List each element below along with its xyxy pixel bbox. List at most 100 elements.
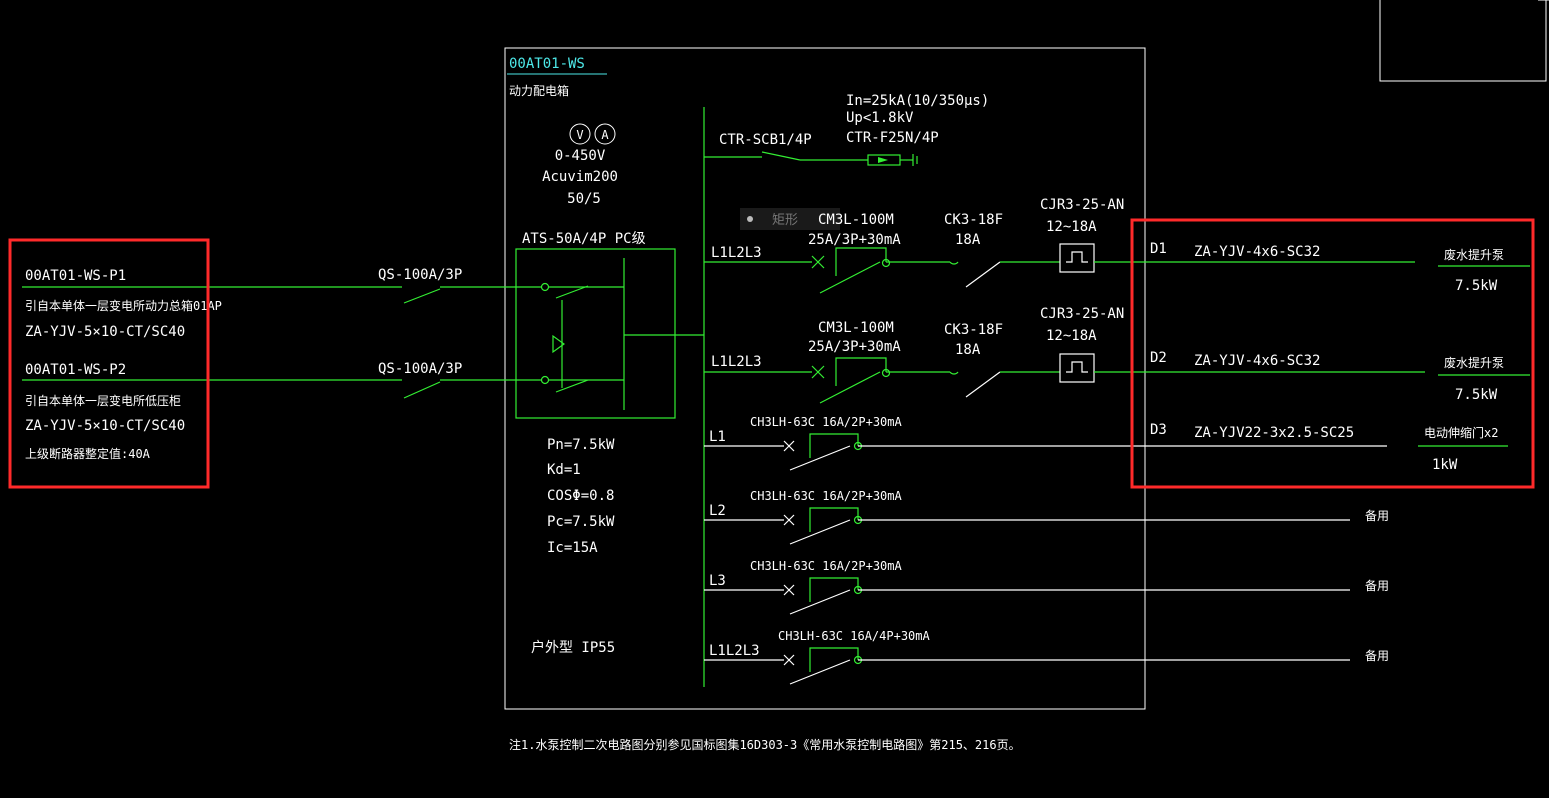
spd-rating-2: Up<1.8kV <box>846 110 914 126</box>
load-power: 7.5kW <box>1455 278 1498 294</box>
load-power: 7.5kW <box>1455 387 1498 403</box>
meter-range: 0-450V <box>555 148 606 164</box>
feeder-cable: ZA-YJV-5×10-CT/SC40 <box>25 324 185 340</box>
ats-switch-1 <box>555 285 589 299</box>
contactor-icon <box>949 261 959 265</box>
rcd-frame <box>835 357 887 386</box>
load-name: 备用 <box>1365 509 1389 523</box>
circuit-spare-2[interactable]: L3 CH3LH-63C 16A/2P+30mA 备用 <box>704 559 1389 615</box>
breaker-rating: 25A/3P+30mA <box>808 232 901 248</box>
incoming-p1[interactable]: 00AT01-WS-P1 引自本单体一层变电所动力总箱01AP ZA-YJV-5… <box>22 267 541 340</box>
breaker-model: CM3L-100M <box>818 320 894 336</box>
spd-breaker-switch <box>761 151 801 161</box>
incoming-p2[interactable]: 00AT01-WS-P2 引自本单体一层变电所低压柜 ZA-YJV-5×10-C… <box>22 361 541 461</box>
load-name: 电动伸缩门x2 <box>1424 425 1498 440</box>
enclosure-rating: 户外型 IP55 <box>531 639 615 656</box>
circuit-phase: L1L2L3 <box>711 354 762 370</box>
ammeter-icon <box>594 123 616 145</box>
spd-model: CTR-F25N/4P <box>846 130 939 146</box>
panel-frame <box>504 47 1146 710</box>
ats-label: ATS-50A/4P PC级 <box>522 231 646 247</box>
circuit-phase: L3 <box>709 573 726 589</box>
meter-ct: 50/5 <box>567 191 601 207</box>
rcd-frame <box>835 247 887 276</box>
contactor-rating: 18A <box>955 232 981 248</box>
rcd-frame <box>809 433 859 458</box>
calc-cos: COSΦ=0.8 <box>547 488 614 504</box>
tooltip-dot-icon <box>747 216 753 222</box>
tooltip-text: 矩形 <box>772 213 798 228</box>
ats-arrow-icon <box>552 334 566 354</box>
breaker-label: CH3LH-63C 16A/4P+30mA <box>778 629 930 643</box>
feeder-id: 00AT01-WS-P1 <box>25 268 126 284</box>
circuit-d3[interactable]: L1 CH3LH-63C 16A/2P+30mA D3 ZA-YJV22-3x2… <box>704 415 1508 473</box>
circuit-spare-1[interactable]: L2 CH3LH-63C 16A/2P+30mA 备用 <box>704 489 1389 545</box>
thermal-relay-icon <box>1059 353 1095 383</box>
contactor-blade <box>965 371 1001 398</box>
voltmeter-label: V <box>576 128 583 142</box>
breaker-blade <box>789 445 851 471</box>
calc-kd: Kd=1 <box>547 462 581 478</box>
feeder-id: 00AT01-WS-P2 <box>25 362 126 378</box>
circuit-no: D2 <box>1150 350 1167 366</box>
rcd-frame <box>809 647 859 672</box>
meter-model: Acuvim200 <box>542 169 618 185</box>
panel-name: 动力配电箱 <box>509 83 569 98</box>
rcd-node <box>881 258 891 268</box>
calc-pn: Pn=7.5kW <box>547 437 615 453</box>
spd-rating-1: In=25kA(10/350μs) <box>846 93 989 109</box>
spd-diode-icon <box>878 157 888 163</box>
feeder-note: 上级断路器整定值:40A <box>25 446 151 461</box>
feeder-switch: QS-100A/3P <box>378 361 462 377</box>
circuit-phase: L1L2L3 <box>711 245 762 261</box>
circuit-cable: ZA-YJV-4x6-SC32 <box>1194 244 1320 260</box>
breaker-x-icon <box>783 514 795 526</box>
breaker-x-icon <box>783 654 795 666</box>
calc-ic: Ic=15A <box>547 540 598 556</box>
thermal-relay-icon <box>1059 243 1095 273</box>
relay-model: CJR3-25-AN <box>1040 306 1124 322</box>
circuit-d1[interactable]: L1L2L3 CM3L-100M 25A/3P+30mA CK3-18F 18A… <box>704 197 1530 294</box>
load-name: 备用 <box>1365 649 1389 663</box>
breaker-rating: 25A/3P+30mA <box>808 339 901 355</box>
panel-id: 00AT01-WS <box>509 56 585 72</box>
thermal-relay-symbol <box>1066 361 1088 373</box>
contactor-rating: 18A <box>955 342 981 358</box>
feeder-source: 引自本单体一层变电所低压柜 <box>25 393 181 408</box>
load-power: 1kW <box>1432 457 1458 473</box>
load-name: 废水提升泵 <box>1444 355 1504 370</box>
feeder-switch-blade <box>403 288 441 304</box>
feeder-switch-blade <box>403 381 441 399</box>
rcd-frame <box>809 577 859 602</box>
tooltip-box <box>740 208 840 230</box>
breaker-blade <box>819 371 881 404</box>
circuit-no: D3 <box>1150 422 1167 438</box>
voltmeter-icon <box>569 123 591 145</box>
circuit-cable: ZA-YJV-4x6-SC32 <box>1194 353 1320 369</box>
contactor-model: CK3-18F <box>944 212 1003 228</box>
ats-contact-1 <box>540 282 550 292</box>
breaker-x-icon <box>783 440 795 452</box>
circuit-no: D1 <box>1150 241 1167 257</box>
breaker-label: CH3LH-63C 16A/2P+30mA <box>750 559 902 573</box>
breaker-x-icon <box>811 365 825 379</box>
circuit-phase: L1L2L3 <box>709 643 760 659</box>
breaker-label: CH3LH-63C 16A/2P+30mA <box>750 489 902 503</box>
relay-model: CJR3-25-AN <box>1040 197 1124 213</box>
ats-contact-2 <box>540 375 550 385</box>
breaker-blade <box>819 261 881 294</box>
relay-range: 12~18A <box>1046 219 1097 235</box>
circuit-phase: L2 <box>709 503 726 519</box>
load-name: 废水提升泵 <box>1444 247 1504 262</box>
ats-box[interactable] <box>515 248 676 419</box>
rcd-frame <box>809 507 859 532</box>
circuit-d2[interactable]: L1L2L3 CM3L-100M 25A/3P+30mA CK3-18F 18A… <box>704 306 1530 404</box>
circuit-spare-3[interactable]: L1L2L3 CH3LH-63C 16A/4P+30mA 备用 <box>704 629 1389 685</box>
breaker-blade <box>789 519 851 545</box>
minimap-viewport[interactable] <box>1379 0 1547 82</box>
spd-breaker: CTR-SCB1/4P <box>719 132 812 148</box>
load-name: 备用 <box>1365 579 1389 593</box>
circuit-cable: ZA-YJV22-3x2.5-SC25 <box>1194 425 1354 441</box>
